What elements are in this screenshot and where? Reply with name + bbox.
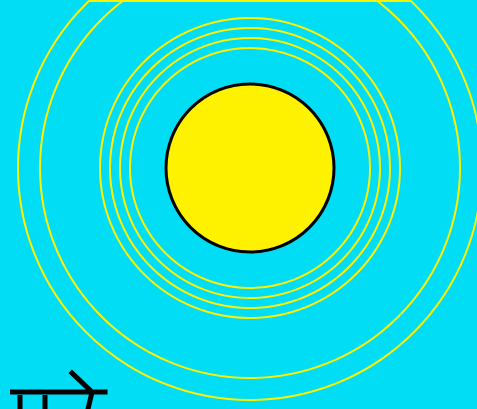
sun-orb[interactable] — [166, 84, 334, 252]
